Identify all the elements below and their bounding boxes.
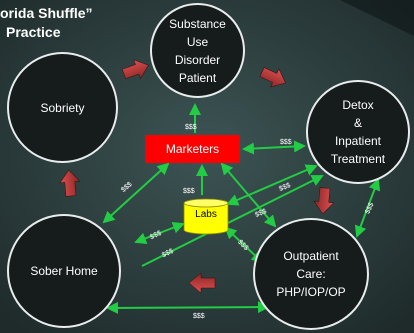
flow-arrow-soberhome-outpatient bbox=[106, 301, 270, 314]
node-outpatient-care: Outpatient Care: PHP/IOP/OP bbox=[253, 218, 369, 330]
node-substance-use-patient: Substance Use Disorder Patient bbox=[150, 3, 245, 98]
substance-line-4: Patient bbox=[178, 70, 217, 85]
marketers-box: Marketers bbox=[145, 135, 240, 163]
outpatient-line-1: Outpatient bbox=[283, 249, 339, 263]
title-line-2: Practice bbox=[6, 24, 61, 40]
sober-home-label: Sober Home bbox=[30, 264, 98, 278]
flow-arrow-marketers-soberhome bbox=[102, 162, 170, 224]
cycle-arrow-sobriety-to-substance bbox=[121, 59, 149, 80]
detox-line-3: Inpatient bbox=[334, 134, 382, 148]
cycle-arrow-detox-to-outpatient bbox=[313, 187, 335, 215]
flow-arrow-soberhome-detox bbox=[141, 175, 324, 267]
outpatient-line-3: PHP/IOP/OP bbox=[276, 285, 346, 299]
money-label-substance: $$$ bbox=[185, 124, 197, 131]
flow-arrow-labs-detox bbox=[226, 164, 318, 206]
cycle-arrow-outpatient-to-soberhome bbox=[188, 272, 216, 294]
flow-arrow-marketers-detox bbox=[242, 140, 306, 155]
diagram-title: orida Shuffle” Practice bbox=[0, 4, 93, 42]
money-label-bottom: $$$ bbox=[193, 313, 205, 320]
node-sobriety: Sobriety bbox=[7, 52, 118, 163]
money-label-labs-up: $$$ bbox=[183, 188, 195, 195]
cycle-arrow-substance-to-detox bbox=[259, 67, 286, 88]
substance-line-3: Disorder bbox=[174, 52, 221, 67]
money-label-detox: $$$ bbox=[280, 139, 292, 146]
node-sober-home: Sober Home bbox=[7, 214, 121, 328]
flow-arrow-labs-soberhome bbox=[134, 221, 185, 245]
detox-line-1: Detox bbox=[342, 98, 374, 112]
detox-line-4: Treatment bbox=[330, 152, 386, 166]
marketers-label: Marketers bbox=[165, 142, 220, 156]
title-line-1: orida Shuffle” bbox=[0, 5, 93, 21]
sobriety-label: Sobriety bbox=[40, 100, 85, 115]
flow-arrow-detox-outpatient bbox=[354, 178, 381, 238]
labs-label: Labs bbox=[195, 209, 217, 220]
outpatient-line-2: Care: bbox=[296, 267, 326, 281]
substance-line-1: Substance bbox=[169, 16, 226, 31]
detox-line-2: & bbox=[353, 116, 362, 130]
node-detox-inpatient: Detox & Inpatient Treatment bbox=[306, 80, 410, 184]
labs-cylinder-shape bbox=[183, 198, 229, 235]
cycle-arrow-soberhome-to-sobriety bbox=[59, 169, 81, 197]
substance-line-2: Use bbox=[186, 34, 209, 49]
